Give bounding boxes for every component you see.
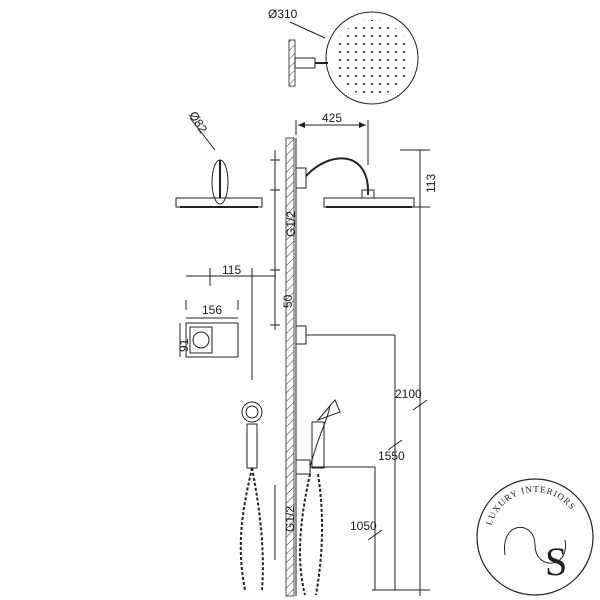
logo-monogram: S <box>545 539 568 584</box>
dim-height-outlet: 1050 <box>350 519 377 533</box>
dim-valve-offset: 115 <box>222 263 241 277</box>
dim-thread-bottom: G1/2 <box>283 506 297 532</box>
shower-arm-assembly: 425 113 <box>295 111 438 596</box>
dim-head-height: 113 <box>424 174 438 193</box>
small-head-side-view: Ø82 <box>175 109 263 208</box>
dim-valve-gap: 50 <box>281 294 295 308</box>
dim-rain-head-diameter: Ø310 <box>268 7 298 21</box>
wall-column: G1/2 50 <box>270 137 298 597</box>
rain-head-top-view: Ø310 <box>268 7 419 105</box>
dim-thread-top: G1/2 <box>284 211 298 237</box>
luxury-interiors-logo: LUXURY INTERIORS S <box>476 478 594 596</box>
dim-height-valve: 1550 <box>378 449 405 463</box>
dim-height-arm: 2100 <box>395 387 422 401</box>
valve-front-view: 115 156 91 <box>177 263 395 380</box>
dim-small-head-diameter: Ø82 <box>186 109 210 136</box>
hand-shower-left <box>239 401 264 591</box>
dim-valve-depth: 91 <box>177 338 191 352</box>
wall-mixer-with-hand-shower: G1/2 <box>274 399 375 596</box>
dim-arm-projection: 425 <box>322 111 342 125</box>
height-dimensions: 1050 1550 2100 <box>350 335 430 591</box>
dim-valve-width: 156 <box>202 303 222 317</box>
